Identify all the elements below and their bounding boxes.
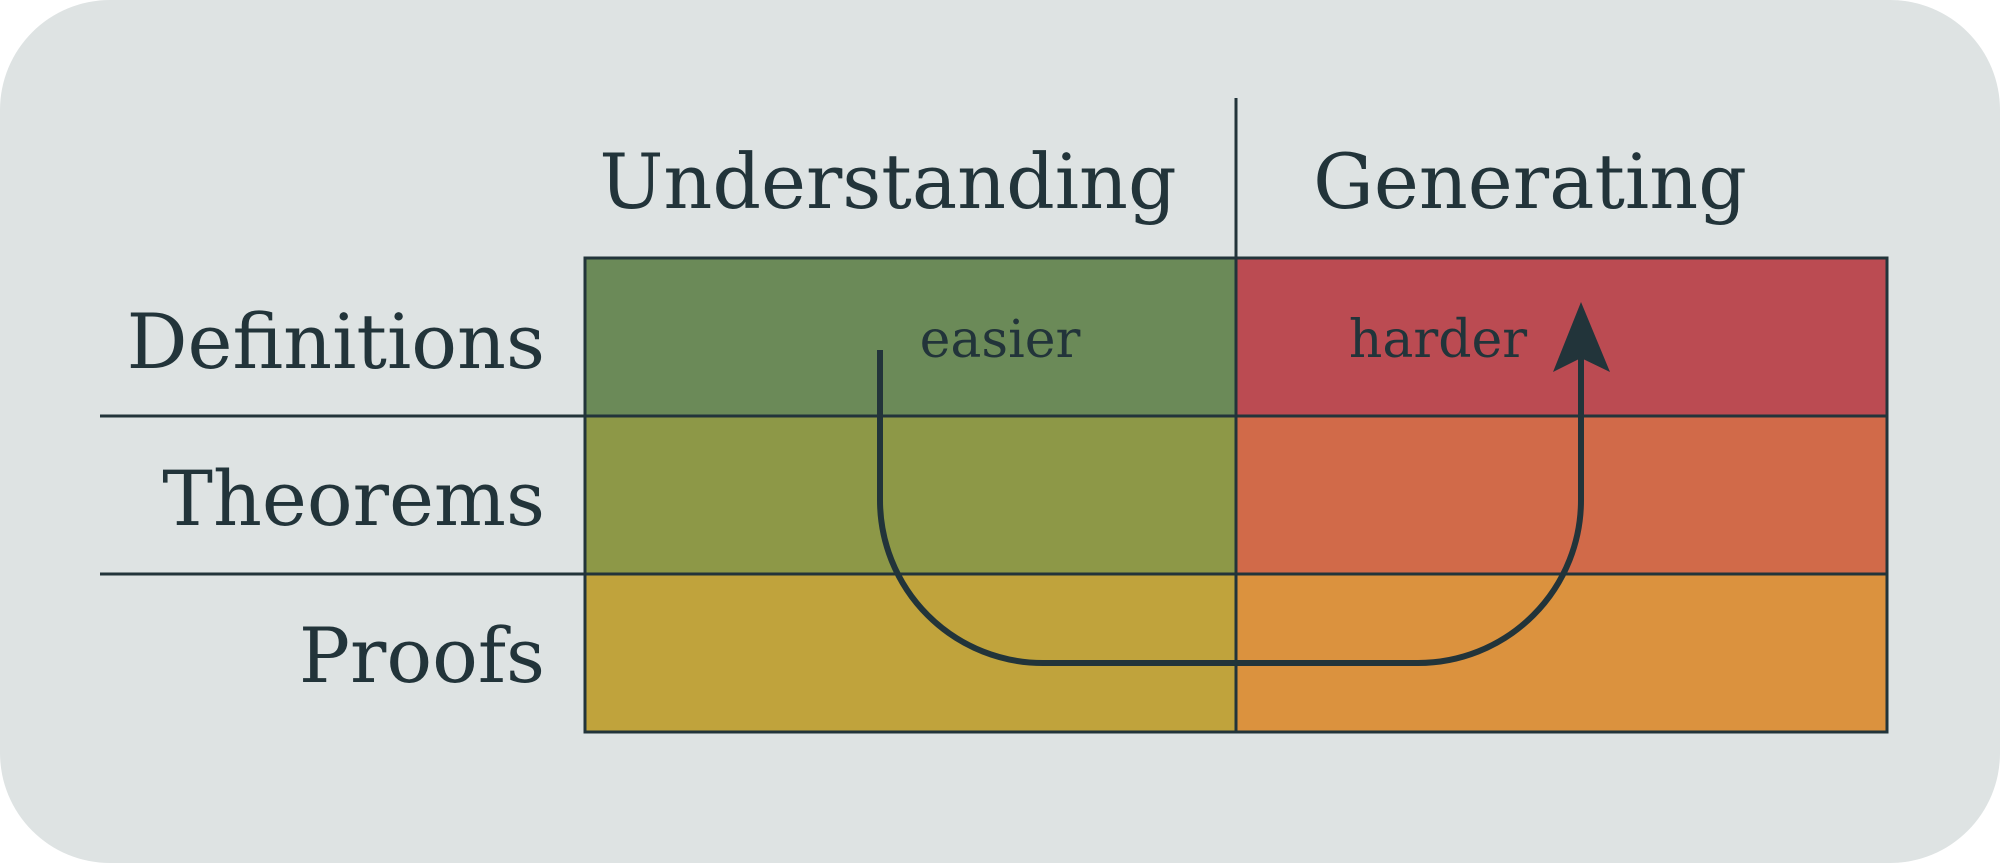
column-header-generating: Generating — [1313, 137, 1747, 226]
annotation-harder: harder — [1349, 310, 1527, 370]
annotation-easier: easier — [920, 310, 1081, 370]
cell-definitions-understanding — [585, 258, 1236, 416]
cell-proofs-generating — [1236, 574, 1887, 732]
row-header-definitions: Definitions — [127, 297, 545, 386]
arrow-head-icon — [1553, 302, 1610, 372]
difficulty-arrow-path — [877, 350, 1584, 666]
row-header-theorems: Theorems — [162, 454, 545, 543]
cell-theorems-understanding — [585, 416, 1236, 574]
row-header-proofs: Proofs — [299, 611, 545, 700]
cell-definitions-generating — [1236, 258, 1887, 416]
grid-lines — [100, 98, 1889, 734]
cell-theorems-generating — [1236, 416, 1887, 574]
cell-proofs-understanding — [585, 574, 1236, 732]
column-header-understanding: Understanding — [599, 137, 1176, 226]
